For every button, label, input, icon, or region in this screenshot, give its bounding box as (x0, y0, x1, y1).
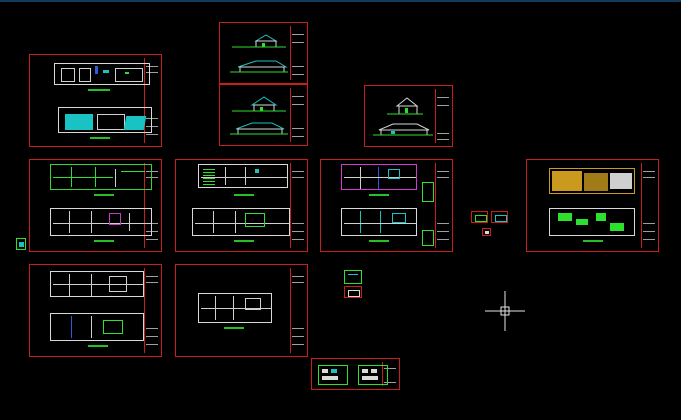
ground-floor-plan (54, 63, 150, 85)
sheet-floor-plans-5[interactable] (29, 264, 162, 357)
block-thumbnail[interactable] (344, 286, 362, 298)
title-block (641, 163, 656, 248)
title-block (435, 89, 450, 143)
roof-plan (58, 107, 152, 133)
finish-plan-upper (549, 168, 635, 194)
sheet-details-bottom[interactable] (311, 358, 400, 390)
title-block (290, 88, 305, 142)
sheet-elevations-top[interactable] (219, 22, 308, 84)
floor-plan-lower (341, 208, 417, 236)
drawing-caption (224, 327, 244, 329)
window-top-edge (0, 0, 681, 2)
title-block (144, 163, 159, 248)
title-block (290, 26, 305, 80)
floor-plan-lower (50, 313, 144, 341)
floor-plan (198, 293, 272, 323)
sheet-floor-plans-2[interactable] (175, 159, 308, 252)
sheet-floor-plans-3[interactable] (320, 159, 453, 252)
legend-panel (422, 182, 434, 202)
block-thumbnail[interactable] (482, 228, 491, 236)
drawing-caption (94, 194, 114, 196)
floor-plan-lower (192, 208, 290, 236)
floor-plan-lower (50, 208, 152, 236)
drawing-caption (583, 240, 603, 242)
crosshair-icon (485, 291, 525, 331)
drawing-caption (88, 89, 110, 91)
floor-plan-upper (198, 164, 288, 188)
sheet-site-plan[interactable] (29, 54, 162, 147)
title-block (144, 268, 159, 353)
sheet-floor-plans-1[interactable] (29, 159, 162, 252)
finish-plan-lower (549, 208, 635, 236)
sheet-floor-plans-6[interactable] (175, 264, 308, 357)
block-thumbnail[interactable] (471, 211, 488, 223)
elevation-drawing (230, 34, 288, 73)
drawing-caption (88, 345, 108, 347)
detail-group (358, 365, 388, 385)
title-block (290, 163, 305, 248)
sheet-floor-plans-4[interactable] (526, 159, 659, 252)
drawing-caption (90, 137, 110, 139)
drawing-caption (234, 240, 254, 242)
block-thumbnail[interactable] (344, 270, 362, 284)
floor-plan-upper (50, 271, 144, 297)
sheet-elevations-top-2[interactable] (219, 84, 308, 146)
drawing-caption (234, 194, 254, 196)
title-block (382, 362, 397, 386)
drawing-caption (369, 240, 389, 242)
elevation-drawing (230, 96, 288, 135)
block-thumbnail[interactable] (16, 238, 26, 250)
title-block (435, 163, 450, 248)
floor-plan-upper (50, 164, 152, 190)
title-block (290, 268, 305, 353)
detail-group (318, 365, 348, 385)
elevation-drawing (373, 97, 433, 136)
legend-panel (422, 230, 434, 246)
drawing-caption (94, 240, 114, 242)
sheet-elevations-right[interactable] (364, 85, 453, 147)
title-block (144, 58, 159, 143)
block-thumbnail[interactable] (491, 211, 508, 223)
drawing-caption (369, 194, 389, 196)
floor-plan-upper (341, 164, 417, 190)
